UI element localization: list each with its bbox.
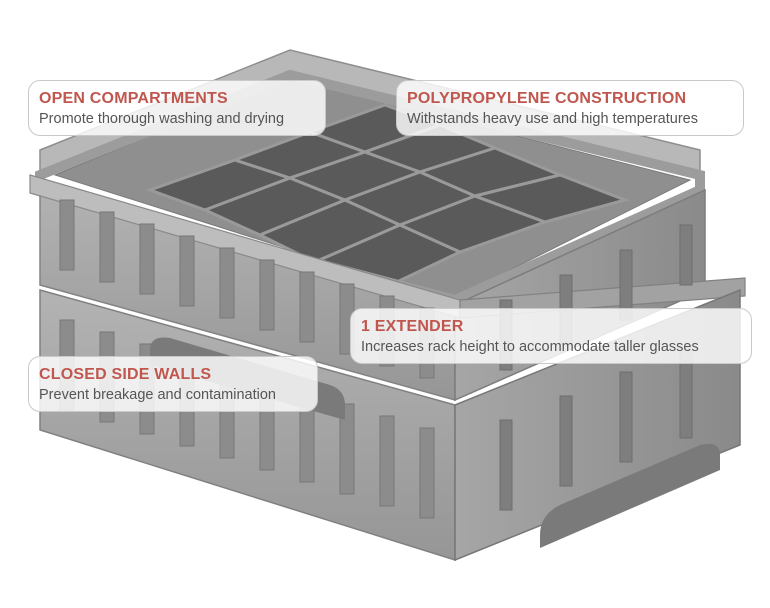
callout-title: 1 EXTENDER [361,318,464,335]
callout-description: Promote thorough washing and drying [39,111,285,127]
callout-open-compartments: OPEN COMPARTMENTS Promote thorough washi… [28,80,326,136]
callout-extender: 1 EXTENDER Increases rack height to acco… [350,308,752,364]
callout-description: Increases rack height to accommodate tal… [361,339,699,355]
compartment-grid [145,103,630,292]
callout-title: POLYPROPYLENE CONSTRUCTION [407,90,687,107]
rack-foot-cutout-side [540,443,720,548]
side-wall-ribs [499,224,693,511]
callout-title: OPEN COMPARTMENTS [39,90,228,107]
callout-closed-side-walls: CLOSED SIDE WALLS Prevent breakage and c… [28,356,318,412]
callout-description: Withstands heavy use and high temperatur… [407,111,698,127]
callout-description: Prevent breakage and contamination [39,387,276,403]
callout-title: CLOSED SIDE WALLS [39,366,212,383]
callout-polypropylene-construction: POLYPROPYLENE CONSTRUCTION Withstands he… [396,80,744,136]
